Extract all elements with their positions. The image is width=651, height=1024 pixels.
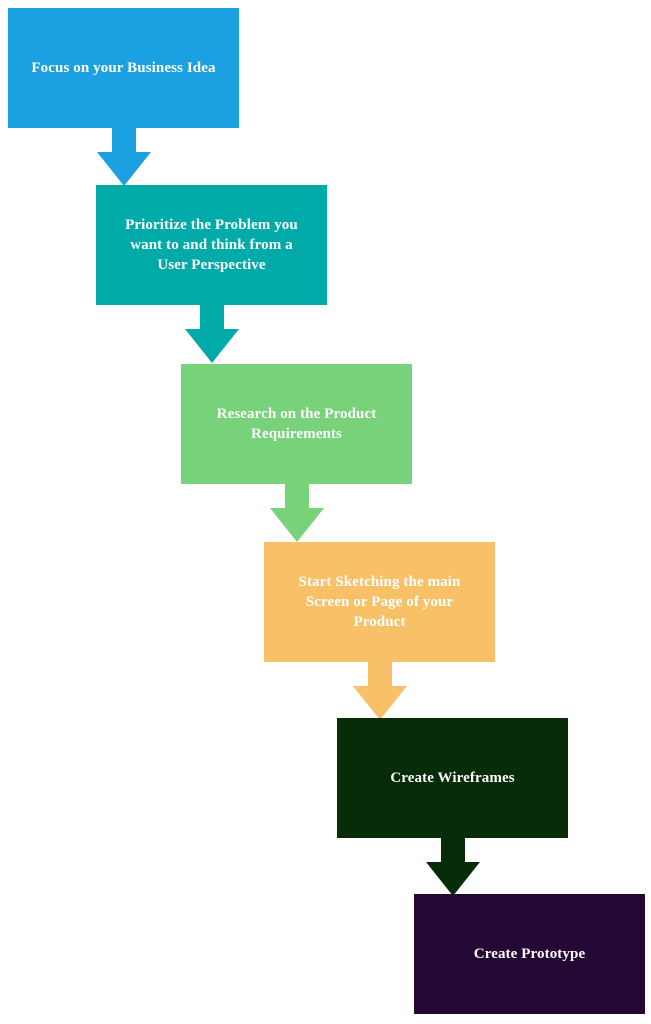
step-box-business-idea: Focus on your Business Idea [8,8,239,128]
step-box-start-sketching: Start Sketching the main Screen or Page … [264,542,495,662]
step-label: Create Prototype [473,946,586,962]
step-label: Start Sketching the main Screen or Page … [298,574,461,630]
step-box-create-prototype: Create Prototype [414,894,645,1014]
down-arrow-icon [270,484,324,542]
step-box-create-wireframes: Create Wireframes [337,718,568,838]
step-box-research-requirements: Research on the Product Requirements [181,364,412,484]
step-label: Create Wireframes [390,770,515,786]
down-arrow-icon [97,128,151,186]
down-arrow-icon [426,838,480,896]
step-label: Prioritize the Problem you want to and t… [125,217,298,273]
step-label: Research on the Product Requirements [216,406,377,442]
step-label: Focus on your Business Idea [31,60,216,76]
down-arrow-icon [353,662,407,720]
down-arrow-icon [185,305,239,363]
step-box-prioritize-problem: Prioritize the Problem you want to and t… [96,185,327,305]
